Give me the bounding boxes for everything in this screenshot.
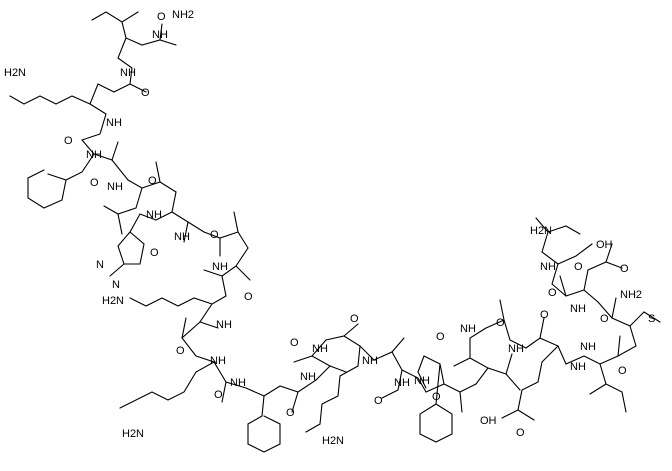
atom-label: NH xyxy=(300,371,316,383)
atom-label: NH xyxy=(460,323,476,335)
atom-label: NH xyxy=(86,149,102,161)
atom-label: O xyxy=(286,407,295,419)
atom-label: NH xyxy=(570,303,586,315)
atom-label: NH xyxy=(394,377,410,389)
atom-label: NH xyxy=(508,343,524,355)
atom-label: O xyxy=(141,87,150,99)
atom-label: NH xyxy=(120,67,136,79)
atom-label: NH xyxy=(414,375,430,387)
atom-label: O xyxy=(618,365,627,377)
atom-label: O xyxy=(540,309,549,321)
atom-label: NH2 xyxy=(172,9,194,21)
atom-label: NH xyxy=(146,209,162,221)
atom-label: N xyxy=(112,279,120,291)
atom-label: H2N xyxy=(122,428,144,440)
atom-label: O xyxy=(436,331,445,343)
atom-label: NH xyxy=(106,117,122,129)
atom-label: O xyxy=(290,337,299,349)
atom-label: H2N xyxy=(530,225,552,237)
atom-label: NH xyxy=(212,261,228,273)
atom-label: O xyxy=(214,389,223,401)
atom-label: NH xyxy=(580,341,596,353)
atom-label: O xyxy=(210,229,219,241)
atom-label: H2N xyxy=(4,67,26,79)
atom-label: O xyxy=(64,135,73,147)
atom-label: O xyxy=(432,391,441,403)
atom-label: S xyxy=(648,313,655,325)
atom-label: H2N xyxy=(322,435,344,447)
atom-label: N xyxy=(96,259,104,271)
atom-label: NH xyxy=(312,343,328,355)
atom-labels: NH2 NH O NH O H2N NH O NH O NH O NH O NH… xyxy=(4,9,655,447)
atom-label: O xyxy=(244,291,253,303)
atom-label: O xyxy=(350,313,359,325)
bond-lines xyxy=(9,11,661,453)
atom-label: NH xyxy=(362,355,378,367)
atom-label: NH xyxy=(540,261,556,273)
atom-label: NH xyxy=(216,319,232,331)
atom-label: O xyxy=(176,345,185,357)
atom-label: O xyxy=(150,247,159,259)
atom-label: NH xyxy=(230,377,246,389)
atom-label: H2N xyxy=(102,295,124,307)
atom-label: O xyxy=(374,395,383,407)
atom-label: NH xyxy=(107,181,123,193)
atom-label: OH xyxy=(596,239,613,251)
atom-label: O xyxy=(148,175,157,187)
atom-label: OH xyxy=(480,415,497,427)
atom-label: NH2 xyxy=(620,289,642,301)
atom-label: O xyxy=(516,427,525,439)
atom-label: O xyxy=(548,287,557,299)
atom-label: NH xyxy=(174,231,190,243)
atom-label: O xyxy=(157,11,166,23)
atom-label: O xyxy=(574,261,583,273)
atom-label: O xyxy=(496,317,505,329)
atom-label: NH xyxy=(570,361,586,373)
atom-label: NH xyxy=(210,355,226,367)
atom-label: O xyxy=(90,177,99,189)
atom-label: NH xyxy=(152,29,168,41)
atom-label: O xyxy=(600,313,609,325)
atom-label: O xyxy=(620,263,629,275)
